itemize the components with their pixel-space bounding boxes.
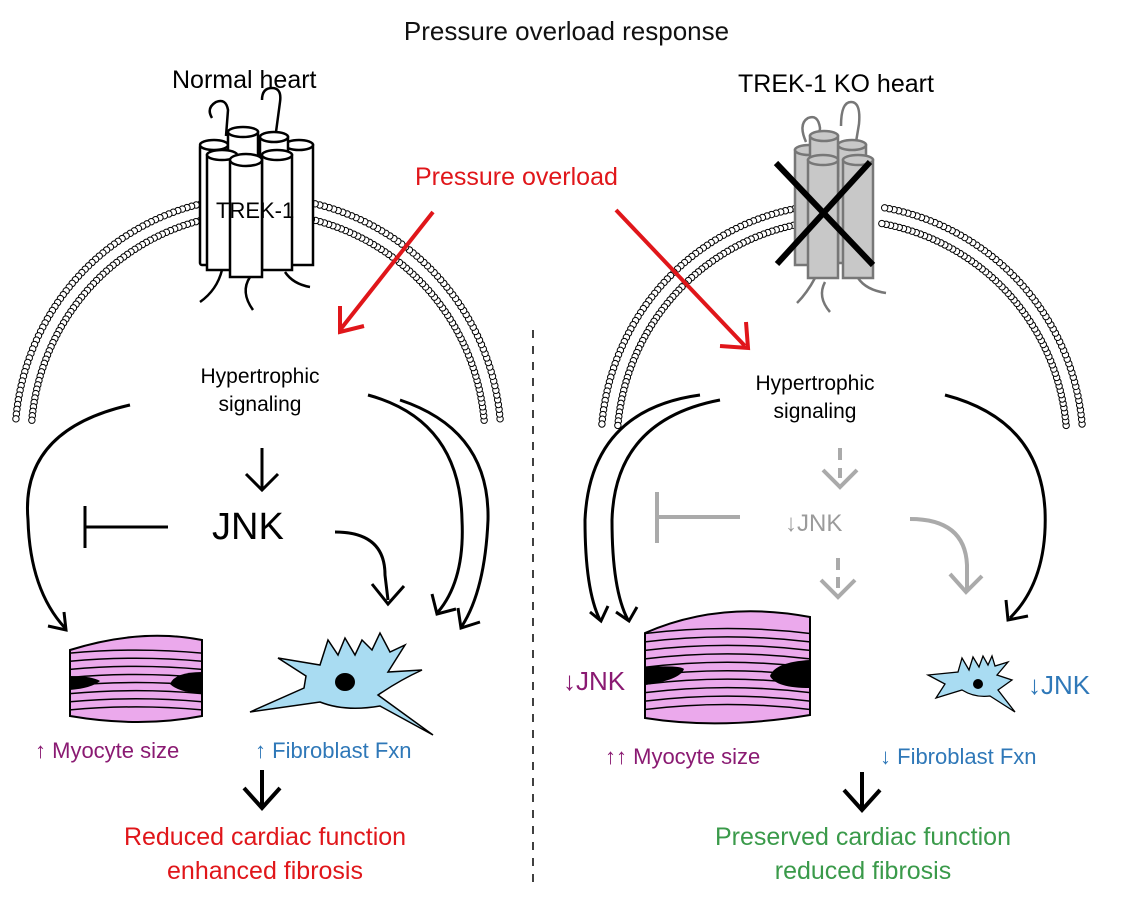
striation-line bbox=[644, 627, 811, 635]
pressure-arrow-left bbox=[338, 210, 435, 335]
right-myocyte-effect: ↑↑ Myocyte size bbox=[605, 746, 760, 768]
left-signaling-line-2: signaling bbox=[218, 393, 302, 416]
left-signaling-line-1: Hypertrophic bbox=[200, 365, 320, 388]
striation-line bbox=[644, 686, 811, 694]
lipid-head bbox=[12, 415, 20, 423]
myocyte-jnk-label: ↓JNK bbox=[563, 666, 626, 696]
pressure-overload-label: Pressure overload bbox=[415, 163, 618, 191]
knockout-x-icon bbox=[773, 159, 876, 268]
left-outcome-line-2: enhanced fibrosis bbox=[167, 857, 363, 885]
fibroblast-jnk-label: ↓JNK bbox=[1028, 670, 1091, 700]
right-fibroblast-effect-label: Fibroblast Fxn bbox=[897, 744, 1037, 769]
ko-heart-heading: TREK-1 KO heart bbox=[738, 70, 934, 98]
right-signaling-arrows bbox=[583, 393, 1047, 624]
normal-heart-heading: Normal heart bbox=[172, 66, 317, 94]
right-myocyte-effect-label: Myocyte size bbox=[633, 744, 761, 769]
left-signaling-label: Hypertrophic signaling bbox=[150, 363, 370, 419]
pressure-arrow-right bbox=[614, 208, 751, 351]
right-signaling-line-2: signaling bbox=[773, 400, 857, 423]
striation-line bbox=[644, 644, 811, 652]
myocyte-left-icon bbox=[69, 634, 203, 723]
fibroblast-left-icon bbox=[249, 631, 434, 736]
striation-line bbox=[644, 703, 811, 711]
lipid-head bbox=[598, 420, 606, 428]
trek1-ko-channel-icon bbox=[793, 100, 887, 313]
lipid-head bbox=[878, 219, 886, 228]
striation-line bbox=[69, 706, 203, 711]
striation-line bbox=[644, 636, 811, 643]
fibroblast-right-icon bbox=[925, 654, 1016, 713]
up-arrow-icon: ↑ bbox=[255, 738, 266, 763]
trek1-channel-icon bbox=[198, 86, 315, 311]
trek1-channel-label: TREK-1 bbox=[216, 198, 295, 223]
myocyte-right-icon bbox=[644, 610, 811, 725]
left-jnk-label: JNK bbox=[212, 506, 284, 548]
right-outcome-line-2: reduced fibrosis bbox=[774, 857, 952, 885]
lipid-head bbox=[614, 421, 622, 430]
up-arrow-icon: ↑ bbox=[35, 738, 46, 763]
left-fibroblast-effect-label: Fibroblast Fxn bbox=[272, 738, 412, 763]
right-fibroblast-effect: ↓ Fibroblast Fxn bbox=[880, 746, 1037, 768]
left-outcome-line-1: Reduced cardiac function bbox=[123, 823, 407, 851]
double-up-arrow-icon: ↑↑ bbox=[605, 744, 627, 769]
left-myocyte-effect: ↑ Myocyte size bbox=[35, 740, 179, 762]
lipid-head bbox=[28, 416, 36, 424]
right-signaling-line-1: Hypertrophic bbox=[755, 372, 875, 395]
striation-line bbox=[69, 698, 203, 703]
striation-line bbox=[644, 695, 811, 702]
lipid-head bbox=[880, 204, 889, 212]
striation-line bbox=[69, 657, 203, 662]
down-arrow-icon: ↓ bbox=[880, 744, 891, 769]
right-jnk-arrows-gray bbox=[655, 448, 984, 600]
outcome-arrows bbox=[242, 770, 882, 813]
right-outcome-line-1: Preserved cardiac function bbox=[715, 823, 1011, 851]
right-outcome: Preserved cardiac function reduced fibro… bbox=[658, 820, 1068, 888]
page-title: Pressure overload response bbox=[403, 16, 730, 46]
striation-line bbox=[69, 649, 203, 654]
striation-line bbox=[644, 653, 811, 660]
striation-line bbox=[69, 665, 203, 671]
left-outcome: Reduced cardiac function enhanced fibros… bbox=[60, 820, 470, 888]
right-signaling-label: Hypertrophic signaling bbox=[705, 370, 925, 426]
right-jnk-label: ↓JNK bbox=[785, 510, 843, 537]
left-myocyte-effect-label: Myocyte size bbox=[52, 738, 180, 763]
left-fibroblast-effect: ↑ Fibroblast Fxn bbox=[255, 740, 412, 762]
left-signaling-arrows bbox=[25, 393, 490, 632]
striation-line bbox=[69, 689, 203, 695]
